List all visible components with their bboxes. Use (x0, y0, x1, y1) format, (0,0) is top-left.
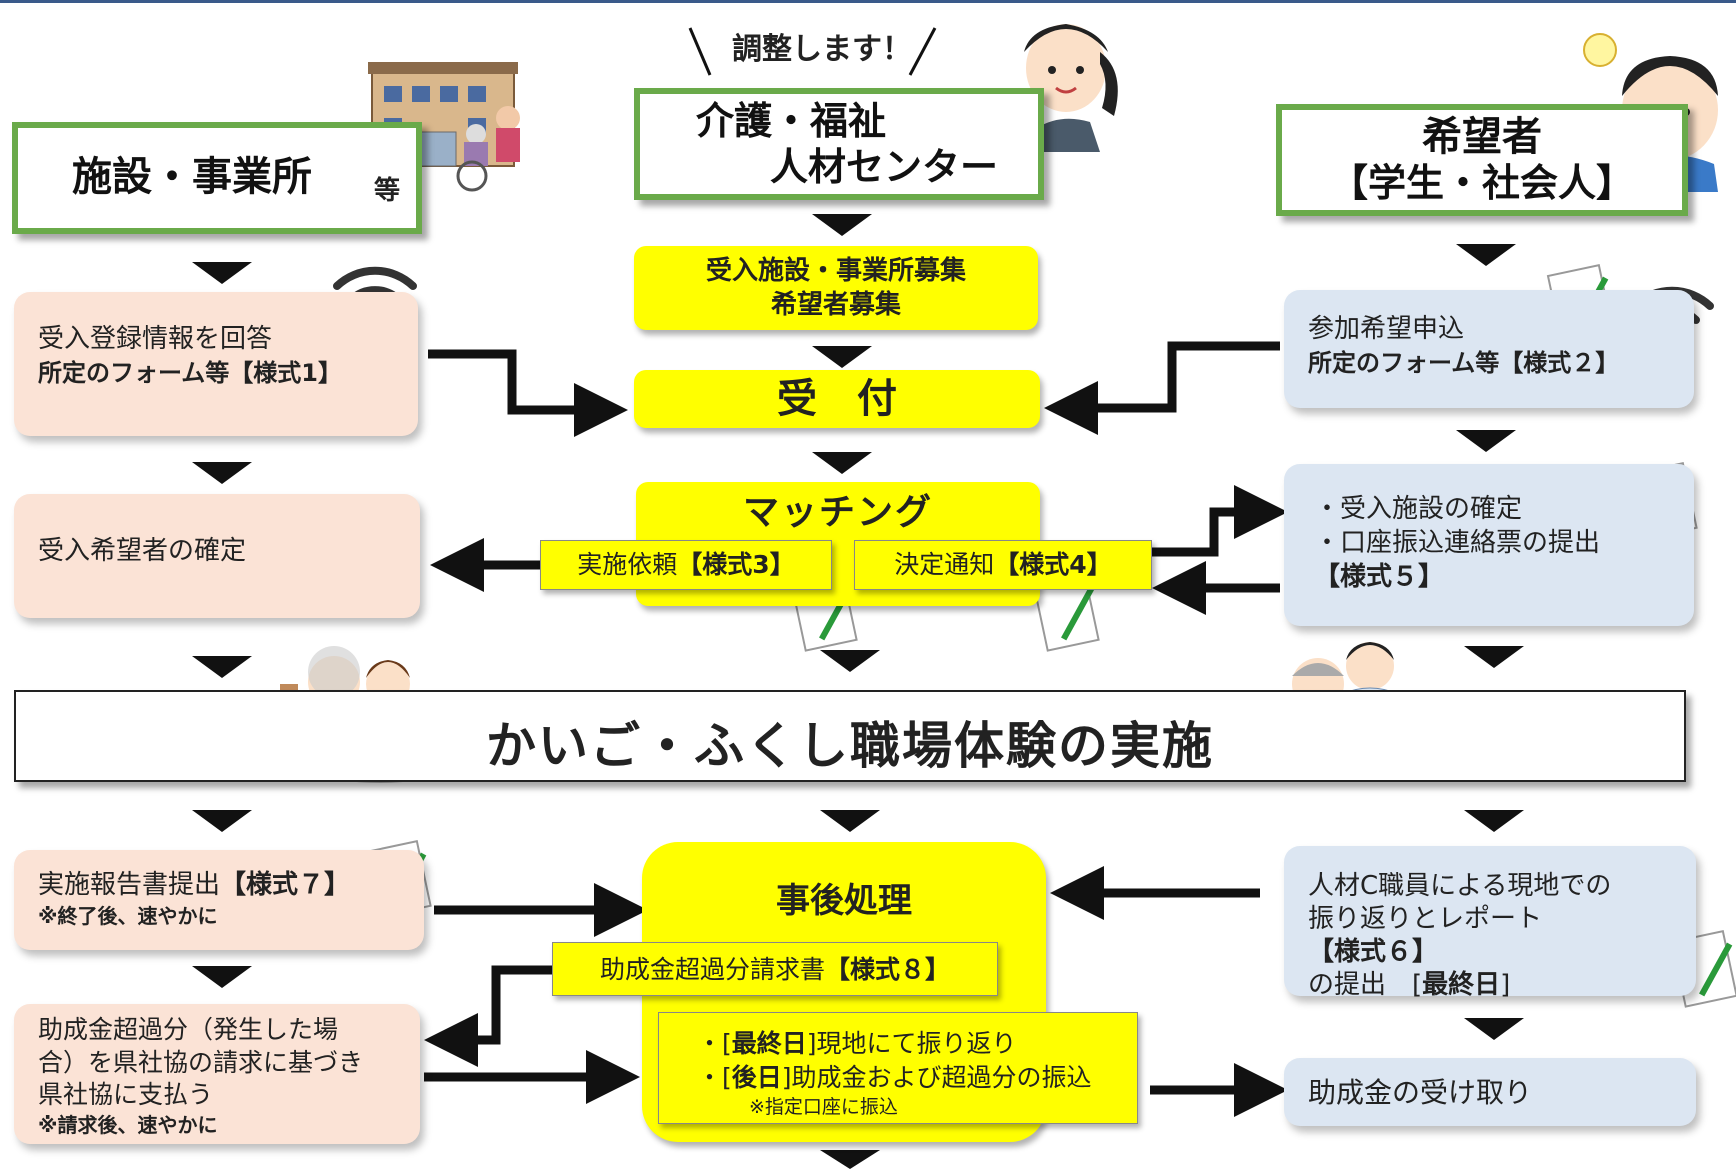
staff-report-line3: の提出 [ (1308, 970, 1423, 1000)
recruit-line1: 受入施設・事業所募集 (705, 256, 966, 286)
down-arrow (192, 966, 252, 988)
facility-report-form: 【様式７】 (220, 870, 351, 900)
arrow-notice-to-applicant (1152, 485, 1288, 557)
down-arrow (192, 656, 252, 678)
receive-box: 助成金の受け取り (1284, 1058, 1696, 1126)
applicant-apply-line2: 所定のフォーム等【様式２】 (1308, 349, 1620, 378)
transfer-line1-prefix: ・[ (697, 1029, 732, 1058)
down-arrow (192, 810, 252, 832)
staff-report-day: 最終日 (1422, 970, 1501, 1000)
applicant-apply-box: 参加希望申込 所定のフォーム等【様式２】 (1284, 290, 1694, 408)
claim-tag: 助成金超過分請求書【様式８】 (552, 942, 998, 996)
down-arrow (1456, 244, 1516, 266)
applicant-confirm-line3: 【様式５】 (1314, 562, 1445, 592)
reception-box: 受 付 (634, 370, 1040, 428)
facility-pay-line3: 県社協に支払う (38, 1080, 214, 1109)
staff-report-line2: 振り返りとレポート (1308, 904, 1543, 934)
staff-report-close: ] (1500, 970, 1511, 1000)
speech-stroke-right (908, 27, 937, 76)
banner-title: かいご・ふくし職場体験の実施 (486, 717, 1214, 775)
down-arrow (820, 650, 880, 672)
center-line2: 人材センター (770, 145, 999, 189)
applicant-confirm-line1: ・受入施設の確定 (1314, 494, 1523, 524)
staff-report-line1: 人材C職員による現地での (1308, 871, 1612, 901)
actor-center: 介護・福祉 人材センター (634, 88, 1044, 200)
staff-report-box: 人材C職員による現地での 振り返りとレポート【様式６】 の提出 [最終日] (1284, 846, 1696, 1000)
facility-register-line1: 受入登録情報を回答 (38, 324, 273, 354)
facility-pay-line1: 助成金超過分（発生した場 (38, 1015, 339, 1044)
down-arrow (1464, 810, 1524, 832)
facility-report-box: 実施報告書提出【様式７】 ※終了後、速やかに (14, 850, 424, 950)
document-pencil-icon (1032, 574, 1100, 652)
down-arrow (820, 1150, 880, 1169)
speech-stroke-left (688, 27, 712, 76)
down-arrow (192, 462, 252, 484)
arrow-claim-to-facility (424, 965, 552, 1067)
actor-applicant: 希望者 【学生・社会人】 (1276, 104, 1688, 216)
facility-confirm-box: 受入希望者の確定 (14, 494, 420, 618)
request-form: 【様式3】 (677, 550, 795, 579)
facility-report-note: ※終了後、速やかに (38, 904, 218, 929)
down-arrow (192, 262, 252, 284)
down-arrow (820, 810, 880, 832)
facility-register-box: 受入登録情報を回答 所定のフォーム等【様式1】 (14, 292, 418, 436)
facility-pay-box: 助成金超過分（発生した場 合）を県社協の請求に基づき 県社協に支払う ※請求後、… (14, 1004, 420, 1144)
arrow-register-to-reception (428, 349, 628, 437)
down-arrow (812, 452, 872, 474)
banner-box: かいご・ふくし職場体験の実施 (14, 690, 1686, 782)
top-rule (0, 0, 1736, 3)
transfer-line2-text: ]助成金および超過分の振込 (781, 1063, 1092, 1092)
matching-title: マッチング (742, 492, 933, 533)
transfer-line2-day: 後日 (731, 1063, 782, 1092)
facility-suffix: 等 (374, 176, 401, 206)
applicant-confirm-box: ・受入施設の確定 ・口座振込連絡票の提出 【様式５】 (1284, 464, 1694, 626)
applicant-line1: 希望者 (1422, 114, 1542, 160)
down-arrow (812, 214, 872, 236)
arrow-apply-to-reception (1044, 341, 1280, 435)
receive-text: 助成金の受け取り (1308, 1076, 1533, 1109)
center-line1: 介護・福祉 (696, 99, 887, 143)
applicant-confirm-line2: ・口座振込連絡票の提出 (1314, 528, 1601, 558)
facility-report-label: 実施報告書提出 (38, 870, 221, 900)
applicant-line2: 【学生・社会人】 (1329, 161, 1634, 205)
request-text: 実施依頼 (577, 550, 678, 579)
notice-form: 【様式4】 (994, 550, 1112, 579)
notice-text: 決定通知 (894, 550, 995, 579)
transfer-line1-text: ]現地にて振り返り (806, 1029, 1017, 1058)
facility-pay-note: ※請求後、速やかに (38, 1112, 218, 1137)
down-arrow (812, 346, 872, 368)
down-arrow (1456, 430, 1516, 452)
actor-facility: 施設・事業所 等 (12, 122, 422, 234)
staff-report-form: 【様式６】 (1308, 937, 1439, 967)
transfer-tag: ・[最終日]現地にて振り返り ・[後日]助成金および超過分の振込 ※指定口座に振… (658, 1012, 1138, 1124)
post-process-title: 事後処理 (776, 881, 912, 921)
claim-form: 【様式８】 (825, 955, 951, 984)
speech-text: 調整します！ (732, 32, 912, 67)
applicant-apply-line1: 参加希望申込 (1308, 314, 1465, 344)
transfer-line1-day: 最終日 (731, 1029, 807, 1058)
recruit-box: 受入施設・事業所募集 希望者募集 (634, 246, 1038, 330)
facility-confirm-line1: 受入希望者の確定 (38, 536, 247, 566)
transfer-note: ※指定口座に振込 (749, 1096, 898, 1118)
notice-tag: 決定通知【様式4】 (854, 540, 1152, 590)
facility-register-line2: 所定のフォーム等【様式1】 (38, 359, 342, 388)
request-tag: 実施依頼【様式3】 (540, 540, 832, 590)
facility-title: 施設・事業所 (72, 154, 312, 200)
claim-text: 助成金超過分請求書 (599, 955, 825, 984)
facility-pay-line2: 合）を県社協の請求に基づき (38, 1047, 364, 1077)
recruit-line2: 希望者募集 (770, 290, 901, 320)
down-arrow (1464, 1018, 1524, 1040)
down-arrow (1464, 646, 1524, 668)
transfer-line2-prefix: ・[ (697, 1063, 732, 1092)
